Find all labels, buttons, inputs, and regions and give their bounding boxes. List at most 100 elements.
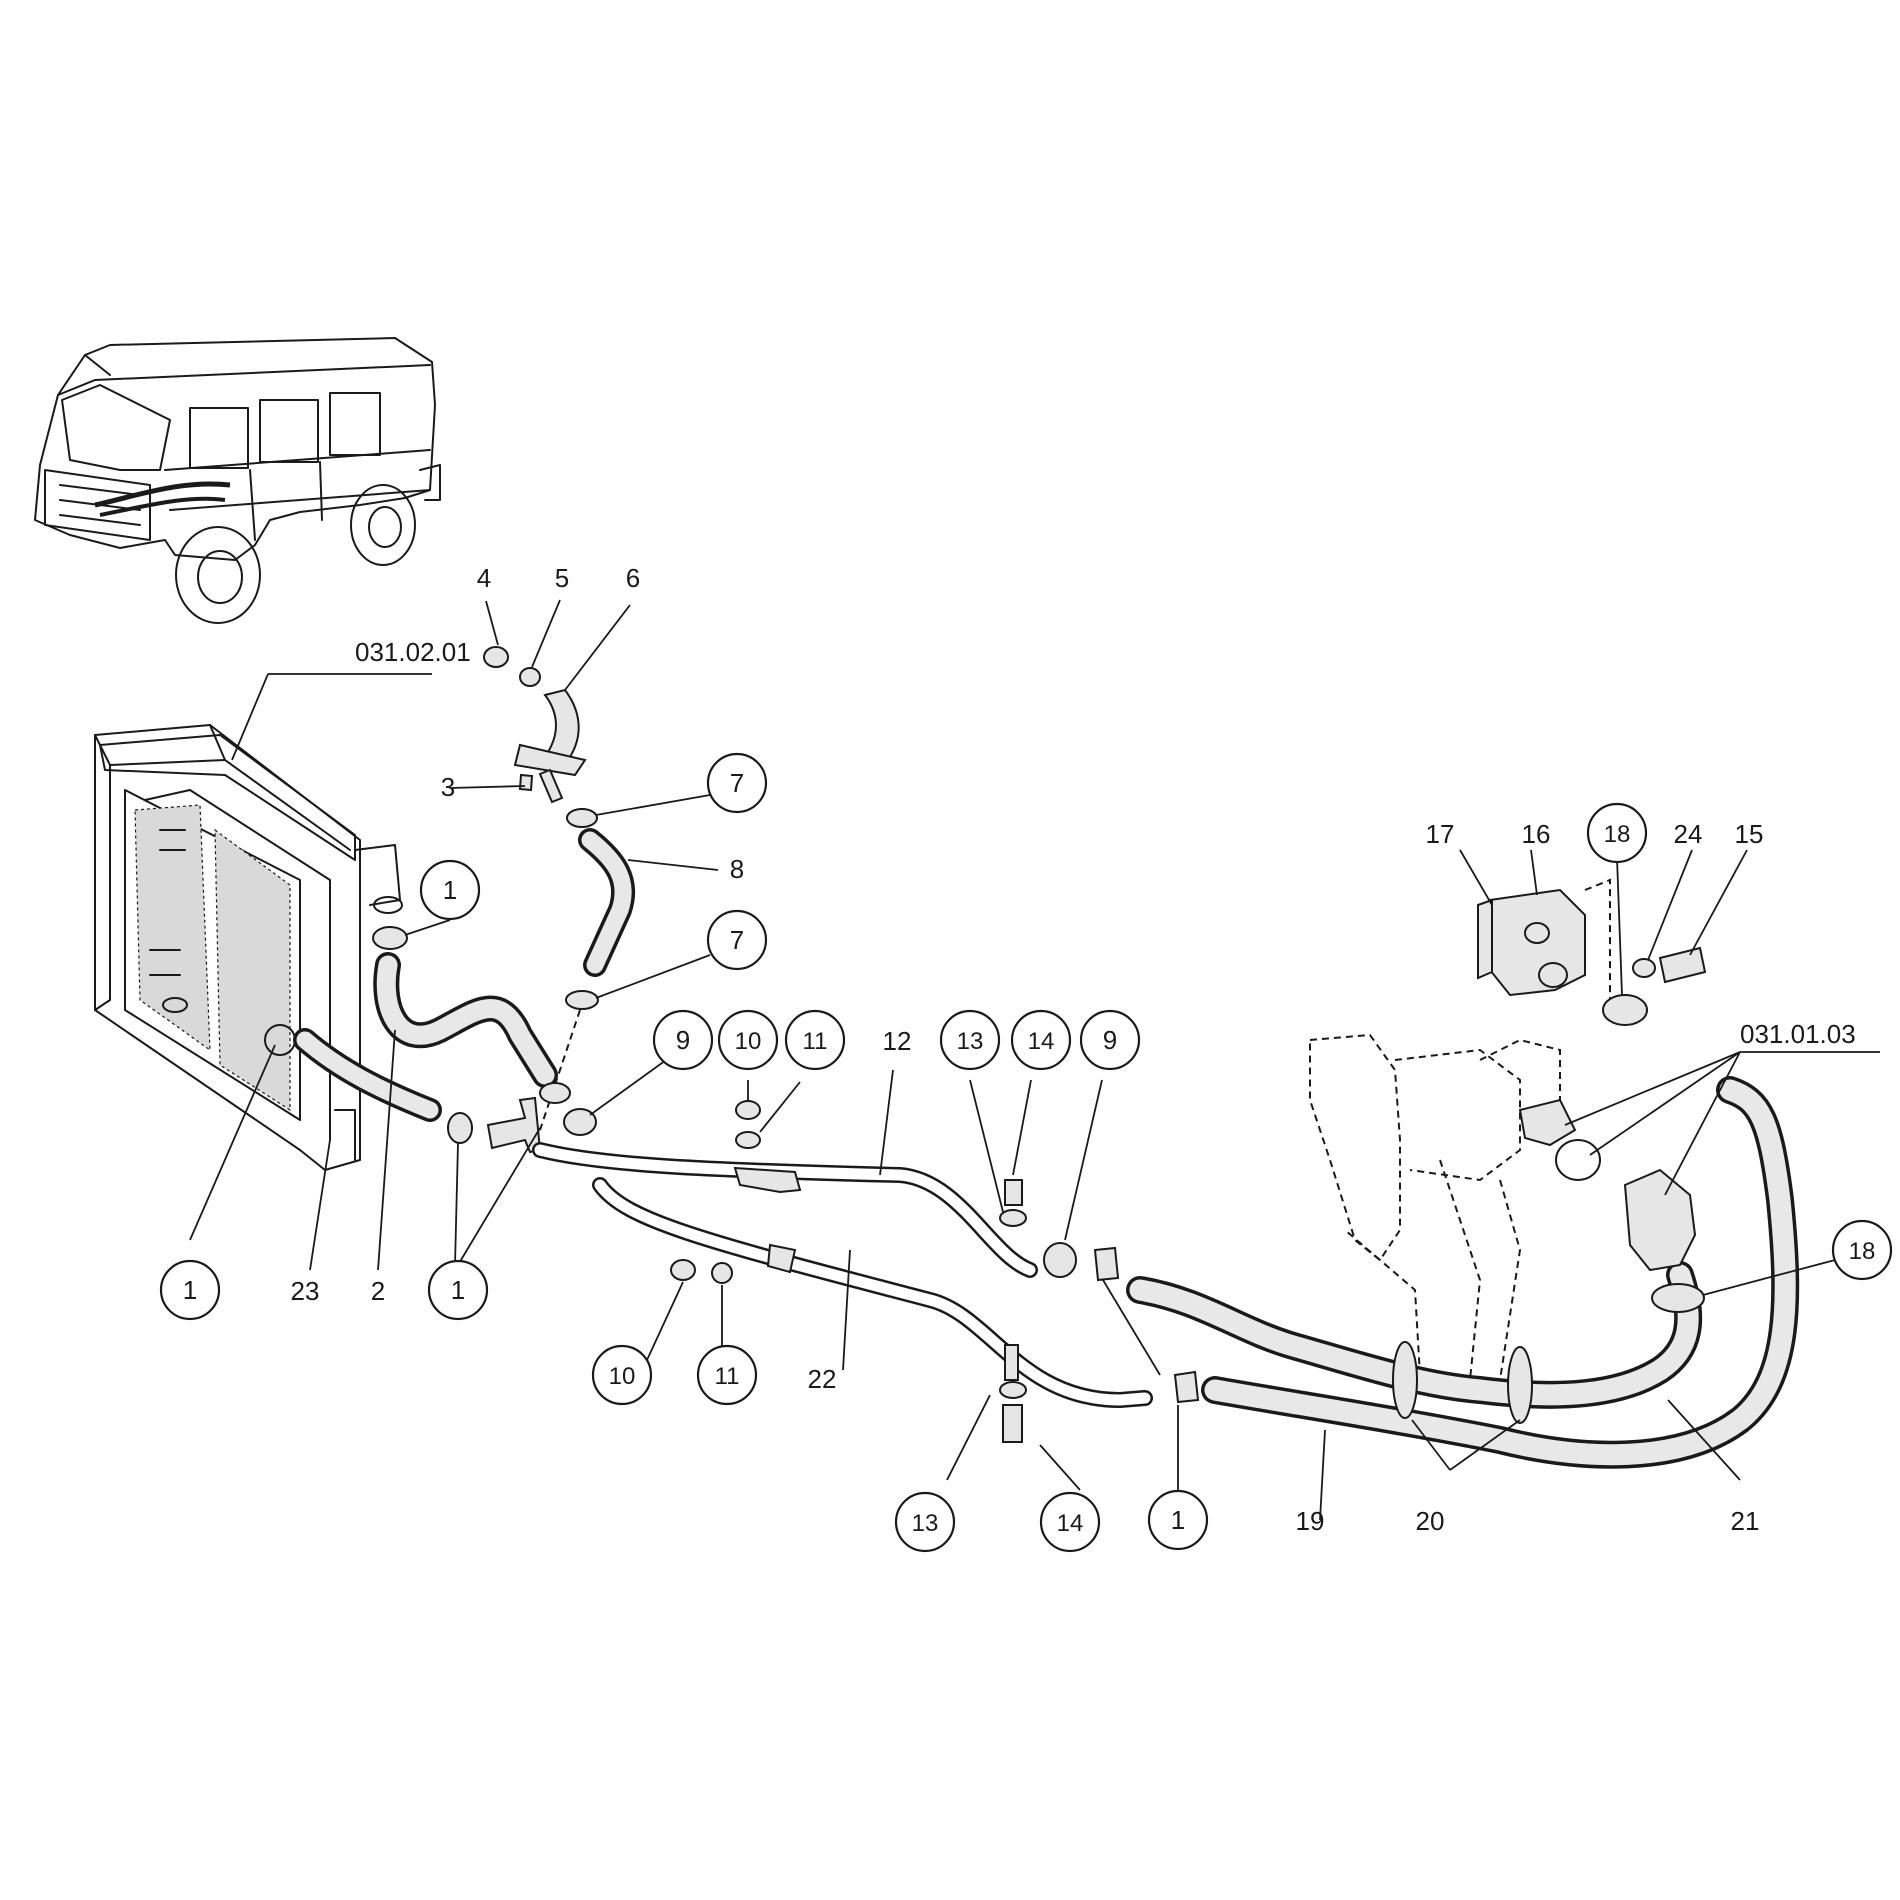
callout-19: 19	[1296, 1506, 1325, 1536]
ref-line-radiator	[231, 673, 432, 761]
heater-valve-assembly	[1477, 878, 1707, 1026]
part-13-washer-upper	[999, 1209, 1027, 1227]
part-7-clamp-lower	[565, 990, 599, 1010]
callout-13a: 13	[939, 1009, 1001, 1071]
svg-text:7: 7	[730, 768, 744, 798]
svg-text:9: 9	[676, 1025, 690, 1055]
svg-text:1: 1	[183, 1275, 197, 1305]
part-9-grommet-right	[1043, 1242, 1077, 1278]
svg-text:10: 10	[735, 1028, 762, 1055]
radiator-assembly	[94, 724, 403, 1171]
part-5-seal	[519, 667, 541, 687]
callout-22: 22	[808, 1364, 837, 1394]
part-17-gasket	[1477, 898, 1493, 980]
part-1-clamp-left	[447, 1112, 473, 1144]
part-1-clamp-top	[372, 926, 408, 950]
ref-label-radiator: 031.02.01	[355, 637, 471, 667]
part-4-plug	[483, 646, 509, 668]
callout-1a: 1	[419, 859, 481, 921]
callout-1b: 1	[159, 1259, 221, 1321]
svg-text:13: 13	[957, 1028, 984, 1055]
part-6-flange	[513, 743, 587, 777]
callouts: 1 1 1 1 2 3 4 5 6 7 7 8 9	[159, 563, 1893, 1553]
engine-outline	[1309, 1033, 1561, 1382]
part-11-washer-upper	[735, 1131, 761, 1149]
part-9-grommet-left	[563, 1108, 597, 1136]
part-6-spout	[538, 768, 564, 804]
part-14-bolt-lower	[1002, 1404, 1023, 1443]
part-gasket	[1555, 1139, 1601, 1181]
callout-2: 2	[371, 1276, 385, 1306]
part-18-clamp-lower	[1651, 1283, 1705, 1313]
part-engine-thermostat-fitting	[1518, 1098, 1577, 1147]
part-1-clamp-bottom	[1173, 1370, 1200, 1404]
callout-5: 5	[555, 563, 569, 593]
svg-text:18: 18	[1604, 821, 1631, 848]
part-6-outlet-elbow	[543, 688, 580, 762]
svg-text:1: 1	[1171, 1505, 1185, 1535]
part-24-washer	[1632, 958, 1656, 978]
svg-text:11: 11	[803, 1028, 828, 1055]
part-10-nut-lower	[670, 1259, 696, 1281]
callout-13b: 13	[894, 1491, 956, 1553]
callout-3: 3	[441, 772, 455, 802]
leader-lines	[189, 599, 1836, 1521]
part-engine-outlet	[1623, 1168, 1697, 1272]
thermostat-neck-parts	[483, 646, 636, 1131]
heater-pipes	[486, 1096, 1200, 1443]
callout-16: 16	[1522, 819, 1551, 849]
part-15-bolt	[1658, 946, 1707, 984]
svg-text:18: 18	[1849, 1238, 1876, 1265]
svg-text:9: 9	[1103, 1025, 1117, 1055]
callout-23: 23	[291, 1276, 320, 1306]
callout-20: 20	[1416, 1506, 1445, 1536]
engine-hoses	[1126, 1076, 1800, 1469]
callout-24: 24	[1674, 819, 1703, 849]
callout-4: 4	[477, 563, 491, 593]
callout-15: 15	[1735, 819, 1764, 849]
ref-label-engine: 031.01.03	[1740, 1019, 1856, 1049]
callout-21: 21	[1731, 1506, 1760, 1536]
callout-17: 17	[1426, 819, 1455, 849]
callout-11b: 11	[696, 1344, 758, 1406]
callout-18a: 18	[1586, 802, 1648, 864]
callout-1c: 1	[427, 1259, 489, 1321]
radiator-hoses	[293, 926, 571, 1144]
callout-14a: 14	[1010, 1009, 1072, 1071]
callout-7a: 7	[706, 752, 768, 814]
callout-10a: 10	[717, 1009, 779, 1071]
callout-8: 8	[730, 854, 744, 884]
part-22-pipe	[592, 1177, 1153, 1408]
svg-text:10: 10	[609, 1363, 636, 1390]
part-11-washer-lower	[711, 1262, 733, 1284]
part-20-clamp-left	[1392, 1341, 1418, 1419]
part-1-clamp-center	[1093, 1246, 1120, 1282]
callout-6: 6	[626, 563, 640, 593]
svg-text:13: 13	[912, 1510, 939, 1537]
svg-text:14: 14	[1057, 1510, 1084, 1537]
part-13-washer-lower	[999, 1381, 1027, 1399]
callout-1d: 1	[1147, 1489, 1209, 1551]
callout-7b: 7	[706, 909, 768, 971]
part-7-clamp-upper	[566, 808, 598, 828]
part-18-clamp-upper	[1602, 994, 1648, 1026]
callout-11a: 11	[784, 1009, 846, 1071]
callout-10b: 10	[591, 1344, 653, 1406]
svg-text:1: 1	[451, 1275, 465, 1305]
callout-18b: 18	[1831, 1219, 1893, 1281]
part-20-clamp-right	[1507, 1346, 1533, 1424]
svg-text:1: 1	[443, 875, 457, 905]
part-14-bolt-upper	[1004, 1179, 1023, 1206]
part-3-bolt	[518, 773, 534, 792]
ref-line-engine	[1564, 1051, 1880, 1196]
callout-9a: 9	[652, 1009, 714, 1071]
callout-9b: 9	[1079, 1009, 1141, 1071]
svg-text:14: 14	[1028, 1028, 1055, 1055]
svg-text:11: 11	[715, 1363, 740, 1390]
vehicle-thumbnail	[34, 337, 441, 624]
callout-12: 12	[883, 1026, 912, 1056]
svg-text:7: 7	[730, 925, 744, 955]
callout-14b: 14	[1039, 1491, 1101, 1553]
part-1-clamp-mid	[539, 1082, 571, 1104]
